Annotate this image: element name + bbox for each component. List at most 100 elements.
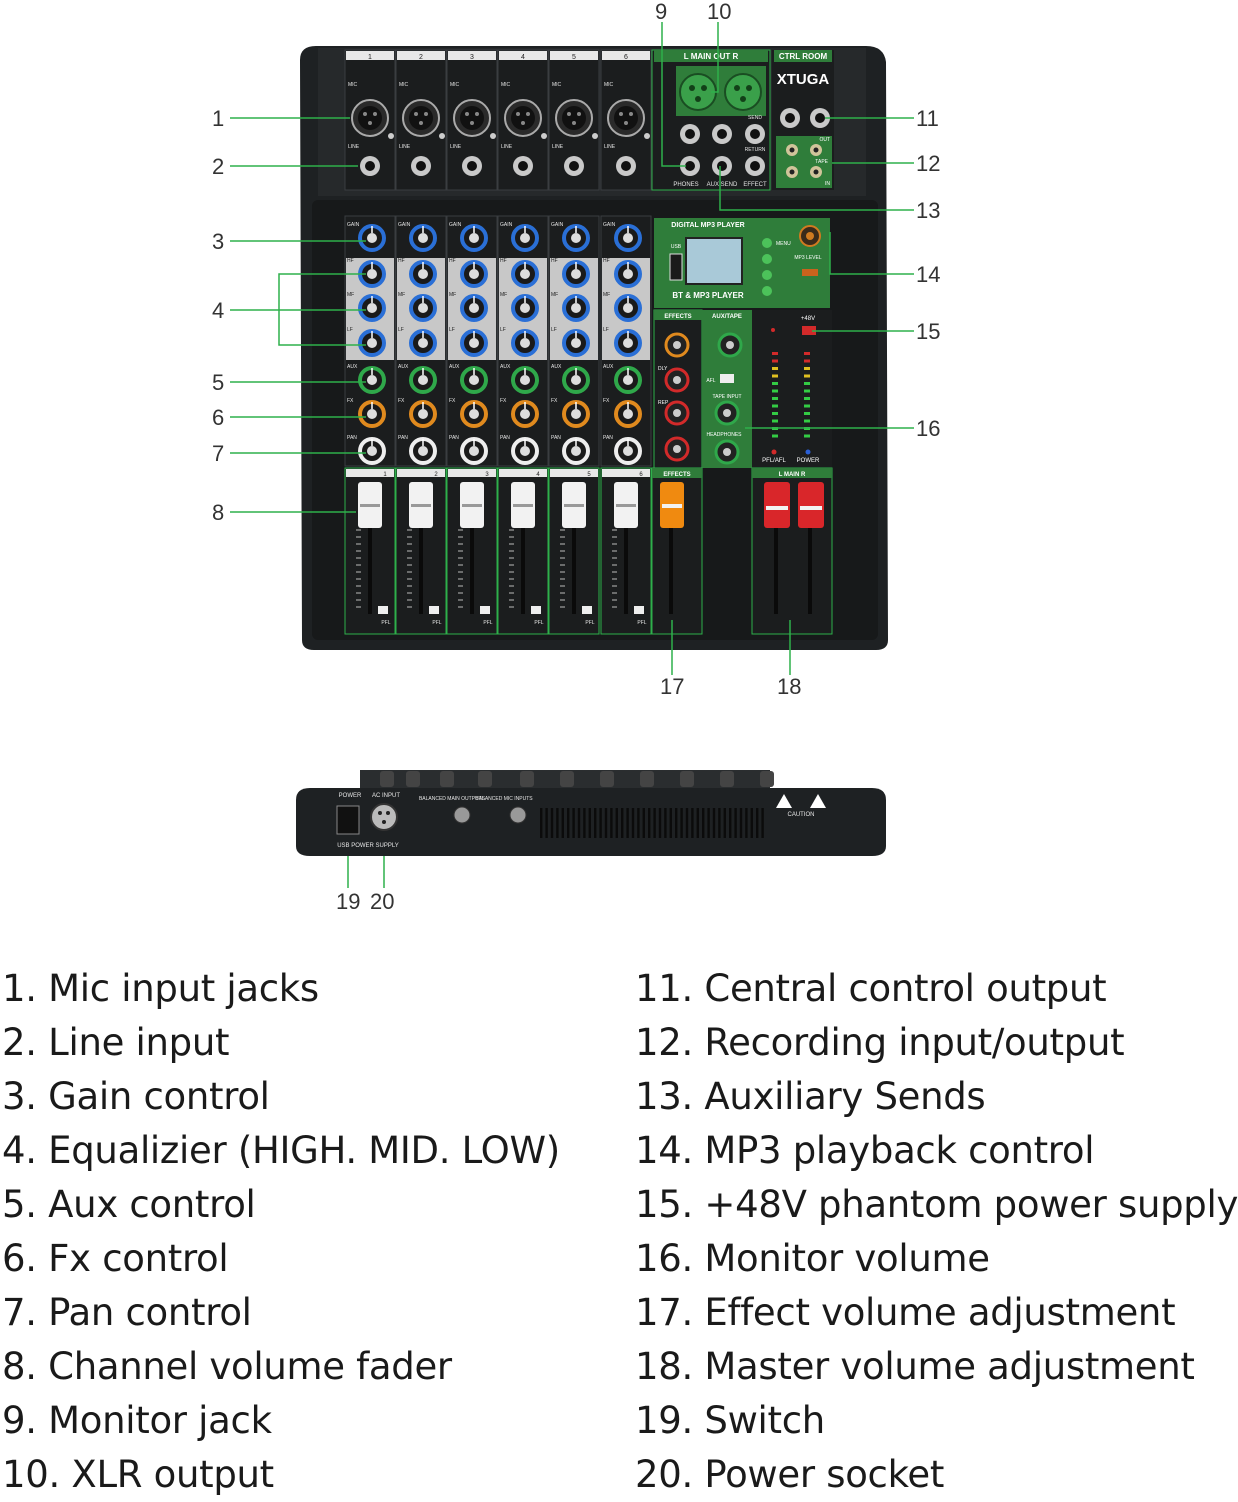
mixer-rear-view: POWER AC INPUT USB POWER SUPPLY BALANCED…	[296, 770, 886, 856]
mp3-title: DIGITAL MP3 PLAYER	[671, 222, 744, 229]
power-socket[interactable]	[370, 803, 398, 831]
effects-vol-knob[interactable]	[664, 436, 690, 462]
main-fader-left[interactable]	[764, 482, 790, 614]
aux-knob[interactable]	[358, 366, 386, 394]
gain-knob[interactable]	[358, 224, 386, 252]
power-switch[interactable]	[336, 805, 360, 835]
gain-knob[interactable]	[562, 224, 590, 252]
lf-knob[interactable]	[562, 329, 590, 357]
aux-knob[interactable]	[511, 366, 539, 394]
line-input-jack[interactable]	[513, 156, 533, 176]
mic-input-jack[interactable]	[453, 99, 491, 137]
channel-fader[interactable]	[511, 482, 535, 614]
lf-knob[interactable]	[460, 329, 488, 357]
mf-knob[interactable]	[409, 294, 437, 322]
fx-knob[interactable]	[358, 400, 386, 428]
fx-knob[interactable]	[460, 400, 488, 428]
pfl-button[interactable]	[378, 606, 388, 614]
mic-input-jack[interactable]	[351, 99, 389, 137]
main-fader-right[interactable]	[798, 482, 824, 614]
line-input-jack[interactable]	[616, 156, 636, 176]
gain-label: GAIN	[449, 222, 462, 228]
lf-knob[interactable]	[614, 329, 642, 357]
mic-input-jack[interactable]	[504, 99, 542, 137]
line-input-jack[interactable]	[564, 156, 584, 176]
legend-item: 15. +48V phantom power supply	[635, 1183, 1238, 1226]
hf-label: HF	[398, 258, 405, 264]
mf-knob[interactable]	[358, 294, 386, 322]
line-input-jack[interactable]	[360, 156, 380, 176]
aux-knob[interactable]	[562, 366, 590, 394]
aux-label: AUX	[603, 364, 614, 370]
effects-dly-knob[interactable]	[664, 367, 690, 393]
pfl-button[interactable]	[480, 606, 490, 614]
aux-ret-knob[interactable]	[717, 332, 743, 358]
hf-knob[interactable]	[614, 260, 642, 288]
callout-9: 9	[655, 0, 667, 24]
phantom-switch[interactable]	[802, 326, 816, 335]
lf-knob[interactable]	[409, 329, 437, 357]
hf-knob[interactable]	[511, 260, 539, 288]
dly-label: DLY	[658, 366, 668, 372]
gain-knob[interactable]	[409, 224, 437, 252]
line-label: LINE	[552, 144, 564, 150]
effects-fx-knob[interactable]	[664, 332, 690, 358]
mf-knob[interactable]	[511, 294, 539, 322]
aux-knob[interactable]	[460, 366, 488, 394]
effects-fader[interactable]	[660, 482, 684, 614]
channel-fader[interactable]	[358, 482, 382, 614]
tape-input-knob[interactable]	[714, 400, 740, 426]
aux-send-label: AUX SEND	[707, 182, 738, 188]
effects-rep-knob[interactable]	[664, 400, 690, 426]
pan-knob[interactable]	[409, 437, 437, 465]
pfl-afl-label: PFL/AFL	[762, 458, 786, 464]
pan-knob[interactable]	[511, 437, 539, 465]
mic-input-jack[interactable]	[555, 99, 593, 137]
pfl-button[interactable]	[429, 606, 439, 614]
gain-knob[interactable]	[614, 224, 642, 252]
mf-knob[interactable]	[460, 294, 488, 322]
mic-input-jack[interactable]	[607, 99, 645, 137]
pan-knob[interactable]	[358, 437, 386, 465]
pan-knob[interactable]	[614, 437, 642, 465]
aux-label: AUX	[347, 364, 358, 370]
mf-knob[interactable]	[614, 294, 642, 322]
mp3-buttons[interactable]	[762, 238, 772, 296]
pfl-button[interactable]	[634, 606, 644, 614]
hf-knob[interactable]	[409, 260, 437, 288]
pfl-button[interactable]	[582, 606, 592, 614]
mp3-level-knob[interactable]	[799, 225, 821, 247]
fx-knob[interactable]	[562, 400, 590, 428]
mp3-route-switch[interactable]	[802, 269, 818, 276]
lf-knob[interactable]	[511, 329, 539, 357]
gain-knob[interactable]	[511, 224, 539, 252]
mf-knob[interactable]	[562, 294, 590, 322]
fx-knob[interactable]	[409, 400, 437, 428]
afl-switch[interactable]	[720, 374, 734, 383]
hf-knob[interactable]	[460, 260, 488, 288]
gain-knob[interactable]	[460, 224, 488, 252]
mp3-display	[685, 237, 743, 285]
fx-knob[interactable]	[511, 400, 539, 428]
channel-fader[interactable]	[562, 482, 586, 614]
callout-3: 3	[212, 229, 224, 254]
pan-knob[interactable]	[562, 437, 590, 465]
pfl-button[interactable]	[531, 606, 541, 614]
fx-knob[interactable]	[614, 400, 642, 428]
balanced-mic-label: BALANCED MIC INPUTS	[475, 796, 533, 802]
lf-knob[interactable]	[358, 329, 386, 357]
channel-fader[interactable]	[614, 482, 638, 614]
line-input-jack[interactable]	[462, 156, 482, 176]
channel-fader[interactable]	[460, 482, 484, 614]
channel-fader[interactable]	[409, 482, 433, 614]
mic-input-jack[interactable]	[402, 99, 440, 137]
headphones-knob[interactable]	[714, 439, 740, 465]
line-input-jack[interactable]	[411, 156, 431, 176]
callout-7: 7	[212, 441, 224, 466]
line-label: LINE	[501, 144, 513, 150]
hf-knob[interactable]	[562, 260, 590, 288]
aux-knob[interactable]	[614, 366, 642, 394]
pan-knob[interactable]	[460, 437, 488, 465]
aux-knob[interactable]	[409, 366, 437, 394]
mf-label: MF	[449, 292, 456, 298]
